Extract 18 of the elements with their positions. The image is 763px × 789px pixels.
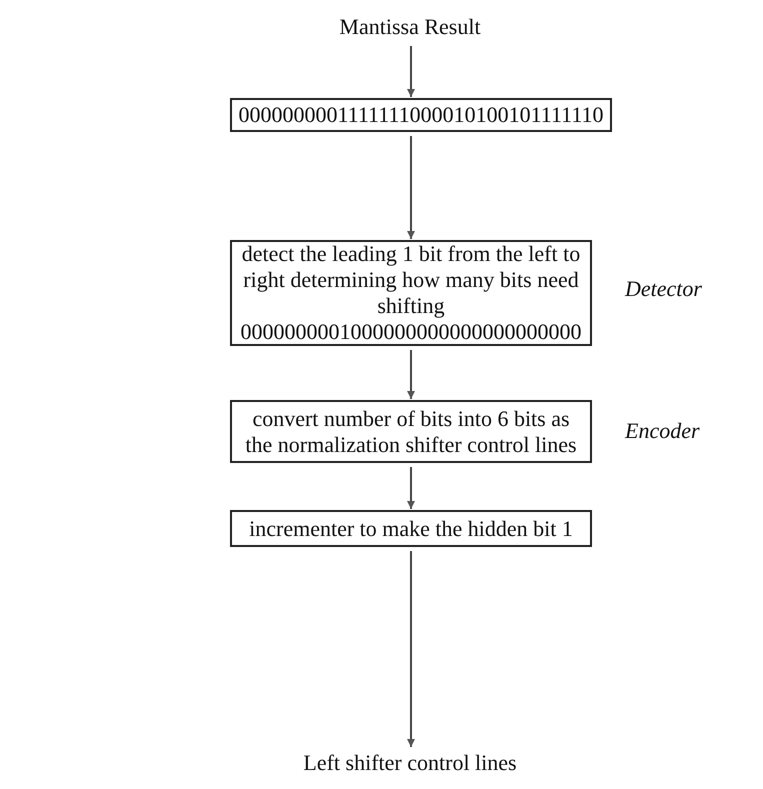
box-text: detect the leading 1 bit from the left to right determining how many bits need shifting: [240, 241, 582, 319]
arrow: [407, 136, 415, 239]
arrow: [407, 46, 415, 97]
arrow: [407, 350, 415, 399]
arrow: [407, 551, 415, 747]
flow-label: Mantissa Result: [339, 14, 481, 40]
process-box: [230, 98, 612, 132]
box-text: 0000000001111111000010100101111110: [238, 102, 604, 128]
box-text: convert number of bits into 6 bits as the normalization shifter control lines: [244, 406, 578, 458]
process-box: [230, 240, 592, 346]
box-text: 0000000001000000000000000000000: [240, 319, 582, 345]
arrow: [407, 467, 415, 509]
box-text: incrementer to make the hidden bit 1: [249, 516, 573, 542]
stage-label: Encoder: [625, 418, 700, 444]
stage-label: Detector: [625, 276, 702, 302]
process-box: [230, 400, 592, 463]
process-box: [230, 510, 592, 547]
flow-label: Left shifter control lines: [303, 750, 517, 776]
